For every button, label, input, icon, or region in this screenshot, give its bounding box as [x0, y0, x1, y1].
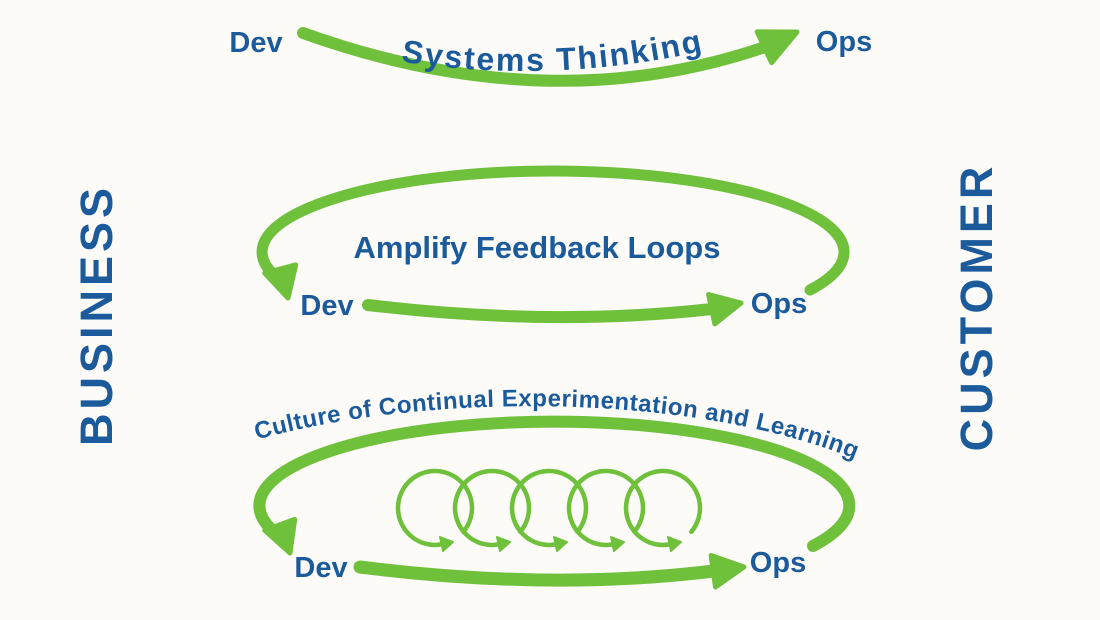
spiral-arrowhead-icon [667, 536, 682, 552]
feedback-loop-arc [256, 165, 850, 296]
experiment-loop-arc [253, 415, 856, 552]
way2-title: Amplify Feedback Loops [354, 230, 721, 265]
way2-dev-label: Dev [300, 290, 353, 322]
spiral-arrowhead-icon [496, 536, 511, 552]
spiral-loop-icon [452, 468, 532, 548]
spiral-loop-icon [395, 468, 475, 548]
spiral-loop-icon [566, 468, 646, 548]
business-side-label: BUSINESS [71, 184, 122, 446]
way3-ops-label: Ops [750, 547, 806, 579]
dev-to-ops-bottom-arrow [362, 299, 718, 324]
way2-ops-label: Ops [751, 288, 807, 320]
second-way-feedback-loops: Amplify Feedback Loops Dev Ops [256, 165, 850, 327]
third-way-experimentation: Culture of Continual Experimentation and… [251, 385, 863, 590]
dev-to-ops-bottom-arrow [353, 560, 721, 587]
way1-ops-label: Ops [816, 26, 872, 58]
customer-side-label: CUSTOMER [951, 163, 1002, 452]
spiral-loop-icon [509, 468, 589, 548]
arrowhead-right-icon [708, 553, 747, 590]
way1-dev-label: Dev [229, 27, 282, 59]
arrowhead-down-left-icon [262, 516, 298, 556]
spiral-arrowhead-icon [439, 536, 454, 552]
first-way-systems-thinking: Dev Ops Systems Thinking [229, 22, 872, 87]
experiment-spiral-loops [395, 468, 703, 552]
spiral-arrowhead-icon [553, 536, 568, 552]
dev-to-ops-swoosh-arrow [297, 27, 771, 87]
spiral-loop-icon [623, 468, 703, 548]
arrowhead-right-icon [754, 29, 800, 66]
arrowhead-down-left-icon [262, 262, 299, 301]
way3-dev-label: Dev [294, 552, 347, 584]
arrowhead-right-icon [706, 292, 744, 327]
spiral-arrowhead-icon [610, 536, 625, 552]
